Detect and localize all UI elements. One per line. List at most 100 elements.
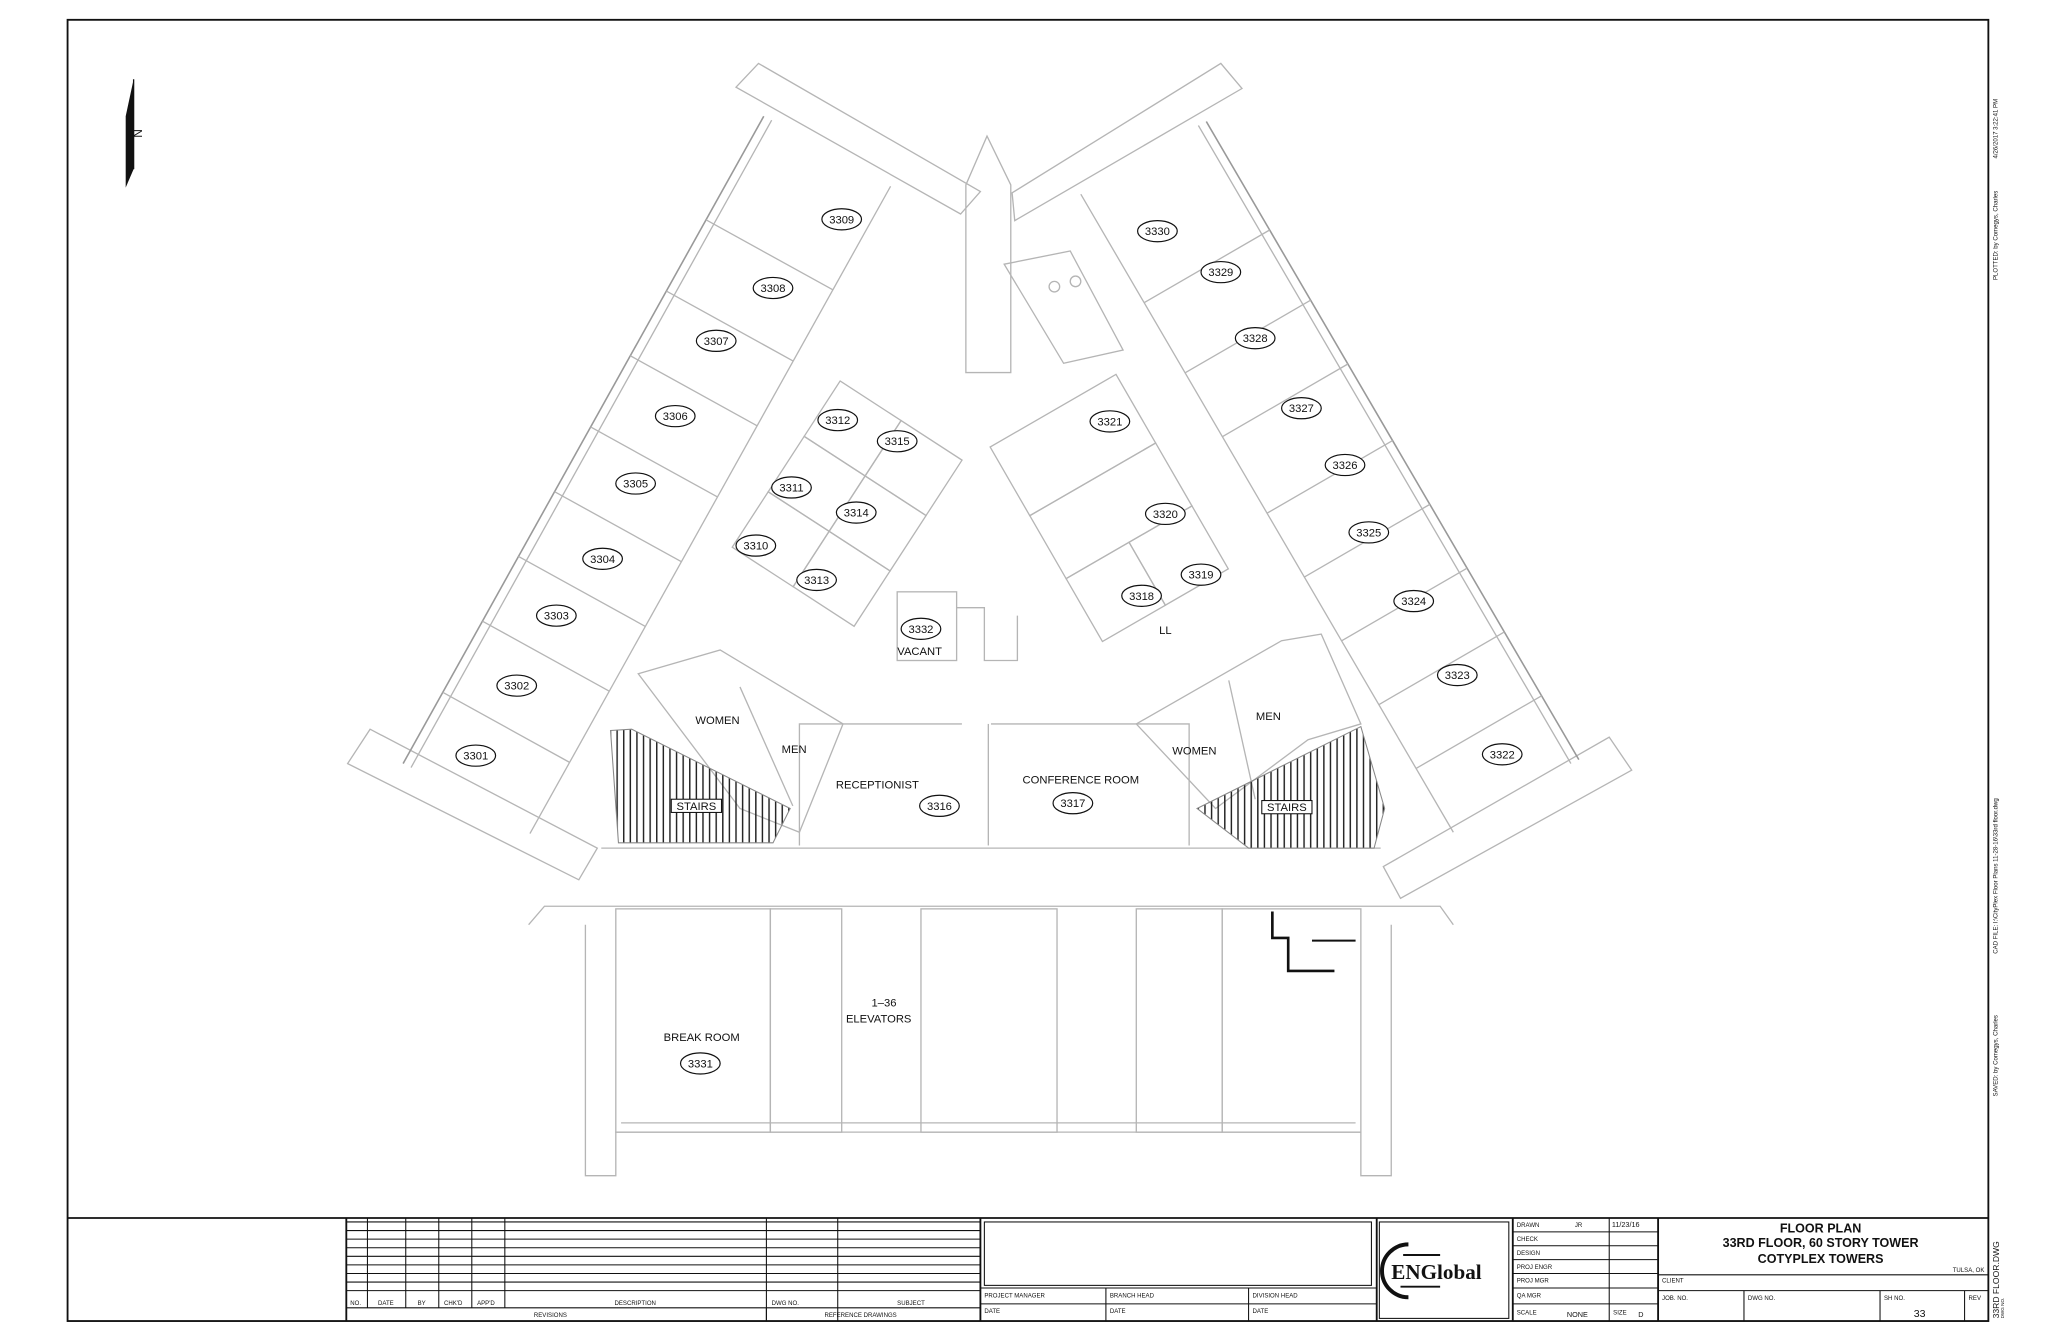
room-number: 3314 <box>844 508 869 520</box>
room-tag: 3325 <box>1348 521 1390 544</box>
svg-text:CLIENT: CLIENT <box>1662 1279 1684 1285</box>
title-block: NO. DATE BY CHK'D APP'D DESCRIPTION DWG … <box>67 1217 2005 1322</box>
room-tag-ellipse <box>1180 563 1222 586</box>
room-number: 3313 <box>804 575 829 587</box>
room-tag-ellipse <box>1089 410 1131 433</box>
margin-notes: 4/26/2017 3:22:41 PM PLOTTED: by Comegys… <box>1994 99 2000 1097</box>
label-elevators: ELEVATORS <box>846 1013 911 1025</box>
svg-text:NO.: NO. <box>350 1301 361 1307</box>
room-number: 3329 <box>1208 267 1233 279</box>
room-number: 3307 <box>704 336 729 348</box>
title-line-1: FLOOR PLAN <box>1780 1222 1861 1236</box>
room-tag-ellipse <box>1144 502 1186 526</box>
room-number: 3322 <box>1490 749 1515 761</box>
label-stairs-right: STAIRS <box>1267 802 1307 814</box>
room-tag-ellipse <box>900 617 942 640</box>
room-tag-ellipse <box>752 276 794 300</box>
room-number: 3310 <box>743 541 768 553</box>
room-tag-ellipse <box>735 534 777 557</box>
room-number: 3330 <box>1145 226 1170 238</box>
room-tag-ellipse <box>654 404 696 428</box>
room-tag: 3320 <box>1144 502 1186 526</box>
room-tag: 3315 <box>876 430 918 453</box>
room-tag: 3301 <box>455 744 497 767</box>
room-number: 3316 <box>927 801 952 813</box>
room-tag: 3313 <box>796 568 838 592</box>
room-number: 3326 <box>1333 460 1358 472</box>
label-ll: LL <box>1159 625 1171 637</box>
room-tag: 3308 <box>752 276 794 300</box>
room-number: 3315 <box>885 436 910 448</box>
revisions-footer: REVISIONS <box>534 1313 567 1319</box>
room-number: 3312 <box>825 415 850 427</box>
room-tag-ellipse <box>796 568 838 592</box>
room-tag-ellipse <box>817 408 859 432</box>
room-tag: 3316 <box>919 794 960 817</box>
svg-text:ENGlobal: ENGlobal <box>1391 1260 1482 1284</box>
room-tag-ellipse <box>679 1052 721 1075</box>
room-tag-ellipse <box>1137 220 1178 243</box>
svg-text:DWG NO.: DWG NO. <box>1748 1296 1776 1302</box>
room-tag: 3305 <box>615 472 657 495</box>
room-number: 3323 <box>1445 670 1470 682</box>
room-number: 3327 <box>1289 403 1314 415</box>
svg-text:D: D <box>1638 1310 1643 1319</box>
room-tag: 3302 <box>496 674 538 697</box>
room-tag: 3329 <box>1200 260 1242 284</box>
room-number: 3321 <box>1097 416 1122 428</box>
room-number: 3301 <box>463 751 488 763</box>
room-tag: 3312 <box>817 408 859 432</box>
info-label: PROJ MGR <box>1517 1279 1550 1285</box>
room-tag-ellipse <box>876 430 918 453</box>
sheet-number: 33 <box>1914 1308 1926 1320</box>
room-labels: 3309 3308 3307 3306 3305 3304 3303 3302 3301 3312… <box>455 208 1523 1075</box>
room-number: 3318 <box>1129 591 1154 603</box>
room-number: 3308 <box>761 283 786 295</box>
room-tag-ellipse <box>1324 453 1366 477</box>
svg-text:APP'D: APP'D <box>477 1301 495 1307</box>
room-tag: 3314 <box>835 501 877 524</box>
stairs-right <box>1196 725 1386 849</box>
cad-file: CAD FILE: I:\CityPlex Floor Plans 11-28-… <box>1994 798 2000 954</box>
north-label: N <box>131 129 145 138</box>
room-tag: 3309 <box>821 208 863 231</box>
svg-text:DWG NO.: DWG NO. <box>2000 1298 2005 1319</box>
svg-text:BY: BY <box>418 1301 426 1307</box>
room-tag: 3331 <box>679 1052 721 1075</box>
room-number: 3303 <box>544 611 569 623</box>
area-labels: VACANT WOMEN MEN RECEPTIONIST CONFERENCE… <box>664 625 1313 1044</box>
label-women-right: WOMEN <box>1172 745 1216 757</box>
room-number: 3304 <box>590 554 615 566</box>
svg-text:NONE: NONE <box>1567 1310 1588 1319</box>
room-tag-ellipse <box>1281 397 1322 420</box>
room-tag: 3321 <box>1089 410 1131 433</box>
room-tag-ellipse <box>535 604 577 627</box>
room-tag: 3319 <box>1180 563 1222 586</box>
room-tag: 3328 <box>1234 327 1276 350</box>
room-tag-ellipse <box>1052 792 1094 815</box>
room-tag: 3303 <box>535 604 577 627</box>
room-number: 3324 <box>1401 596 1426 608</box>
location: TULSA, OK <box>1953 1268 1985 1274</box>
room-tag: 3332 <box>900 617 942 640</box>
stairs-left <box>609 728 791 844</box>
svg-text:BRANCH HEAD: BRANCH HEAD <box>1110 1293 1155 1299</box>
saved-by: SAVED: by Comegys, Charles <box>1994 1015 2000 1096</box>
reference-drawings-footer: REFERENCE DRAWINGS <box>825 1313 897 1319</box>
label-women-left: WOMEN <box>695 715 739 727</box>
room-tag: 3326 <box>1324 453 1366 477</box>
room-tag-ellipse <box>695 329 737 352</box>
room-tag: 3306 <box>654 404 696 428</box>
room-number: 3319 <box>1189 570 1214 582</box>
info-date: 11/23/16 <box>1612 1220 1640 1229</box>
revisions-table <box>346 1217 981 1322</box>
plotted-by: PLOTTED: by Comegys, Charles <box>1994 191 2000 280</box>
sheet-border <box>66 18 1990 1322</box>
room-tag-ellipse <box>496 674 538 697</box>
room-tag: 3304 <box>582 547 623 570</box>
svg-text:DESCRIPTION: DESCRIPTION <box>614 1301 655 1307</box>
svg-text:SCALE: SCALE <box>1517 1310 1537 1316</box>
label-men-left: MEN <box>782 744 807 756</box>
svg-text:JOB. NO.: JOB. NO. <box>1662 1296 1688 1302</box>
